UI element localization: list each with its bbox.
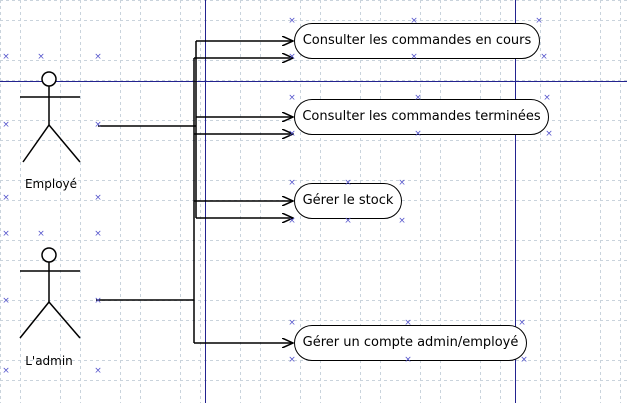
handle-marker: ×: [2, 52, 10, 62]
handle-marker: ×: [94, 193, 102, 203]
association-admin-bus[interactable]: [96, 58, 195, 343]
handle-marker: ×: [2, 193, 10, 203]
handle-marker: ×: [37, 52, 45, 62]
usecase-gerer-stock[interactable]: Gérer le stock: [294, 183, 402, 219]
actor-admin-figure[interactable]: [19, 247, 81, 339]
handle-marker: ×: [2, 229, 10, 239]
handle-marker: ×: [288, 355, 296, 365]
handle-marker: ×: [94, 296, 102, 306]
handle-marker: ×: [2, 296, 10, 306]
handle-marker: ×: [404, 355, 412, 365]
handle-marker: ×: [404, 318, 412, 328]
handle-marker: ×: [398, 216, 406, 226]
handle-marker: ×: [545, 129, 553, 139]
handle-marker: ×: [518, 318, 526, 328]
handle-marker: ×: [94, 52, 102, 62]
actor-employe-figure[interactable]: [20, 71, 81, 163]
handle-marker: ×: [288, 93, 296, 103]
handle-marker: ×: [288, 216, 296, 226]
handle-marker: ×: [535, 16, 543, 26]
handle-marker: ×: [540, 52, 548, 62]
handle-marker: ×: [2, 366, 10, 376]
handle-marker: ×: [414, 129, 422, 139]
handle-marker: ×: [410, 52, 418, 62]
handle-marker: ×: [2, 120, 10, 130]
handle-marker: ×: [344, 178, 352, 188]
handle-marker: ×: [37, 229, 45, 239]
handle-marker: ×: [94, 366, 102, 376]
page-guide-horizontal: [0, 81, 627, 82]
handle-marker: ×: [288, 129, 296, 139]
handle-marker: ×: [410, 16, 418, 26]
handle-marker: ×: [344, 216, 352, 226]
handle-marker: ×: [520, 355, 528, 365]
handle-marker: ×: [288, 16, 296, 26]
handle-marker: ×: [94, 120, 102, 130]
handle-marker: ×: [94, 229, 102, 239]
page-guide-vertical-right: [515, 0, 516, 403]
actor-employe-label[interactable]: Employé: [24, 177, 78, 191]
actor-admin-label[interactable]: L'admin: [25, 354, 73, 368]
handle-marker: ×: [414, 93, 422, 103]
association-employe-bus[interactable]: [98, 41, 197, 218]
usecase-gerer-compte[interactable]: Gérer un compte admin/employé: [294, 325, 527, 361]
usecase-commandes-terminees[interactable]: Consulter les commandes terminées: [294, 99, 549, 135]
handle-marker: ×: [543, 93, 551, 103]
usecase-commandes-en-cours[interactable]: Consulter les commandes en cours: [294, 23, 540, 59]
handle-marker: ×: [288, 178, 296, 188]
handle-marker: ×: [288, 52, 296, 62]
handle-marker: ×: [288, 318, 296, 328]
handle-marker: ×: [398, 178, 406, 188]
